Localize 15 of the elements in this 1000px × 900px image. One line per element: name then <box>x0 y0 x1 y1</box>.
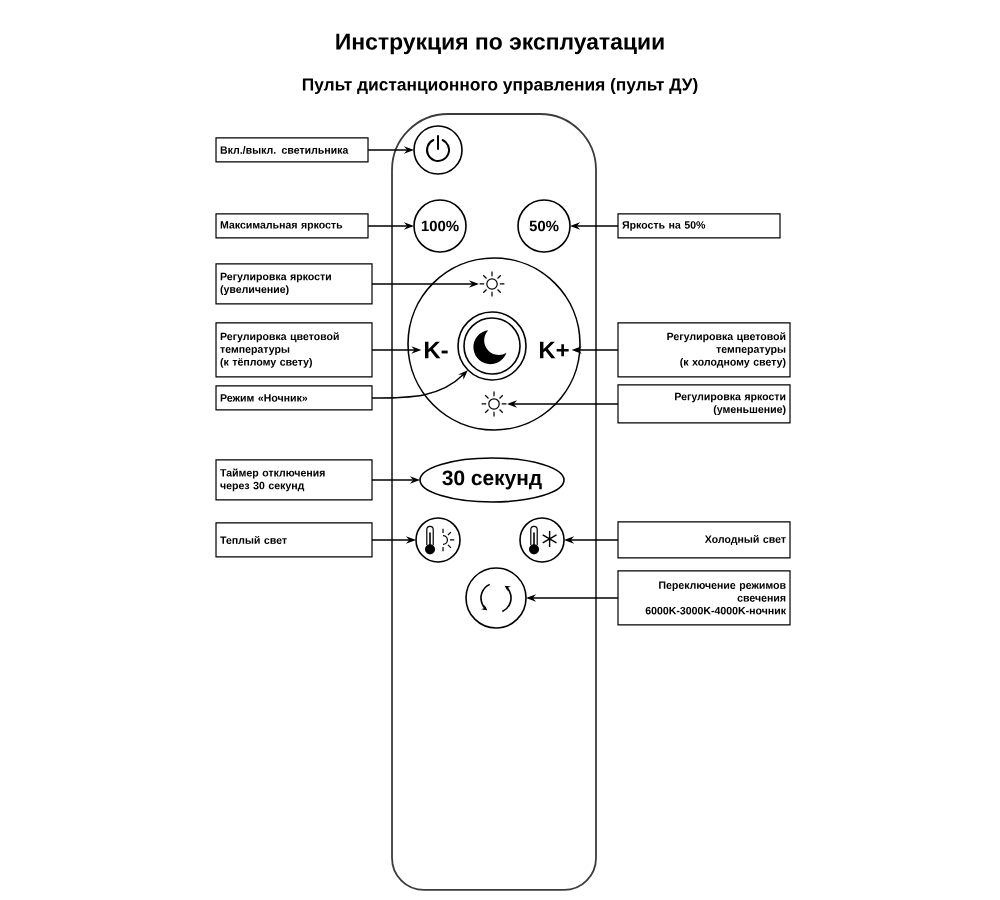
title: Инструкция по эксплуатации <box>336 33 664 55</box>
round-button <box>415 517 461 563</box>
subtitle: Пульт дистанционного управления (пульт ДУ) <box>302 77 698 95</box>
round-button <box>465 567 527 629</box>
control-ring <box>407 257 581 431</box>
sun-icon <box>479 270 505 297</box>
key-label: K- <box>425 341 448 359</box>
remote-body <box>391 113 597 891</box>
oval-button: 30 секунд <box>419 457 565 503</box>
round-button <box>413 125 463 175</box>
round-button <box>519 517 565 563</box>
arrow <box>371 370 468 399</box>
key-label: K+ <box>540 341 569 359</box>
round-button <box>457 311 527 381</box>
sun-icon <box>481 390 507 417</box>
